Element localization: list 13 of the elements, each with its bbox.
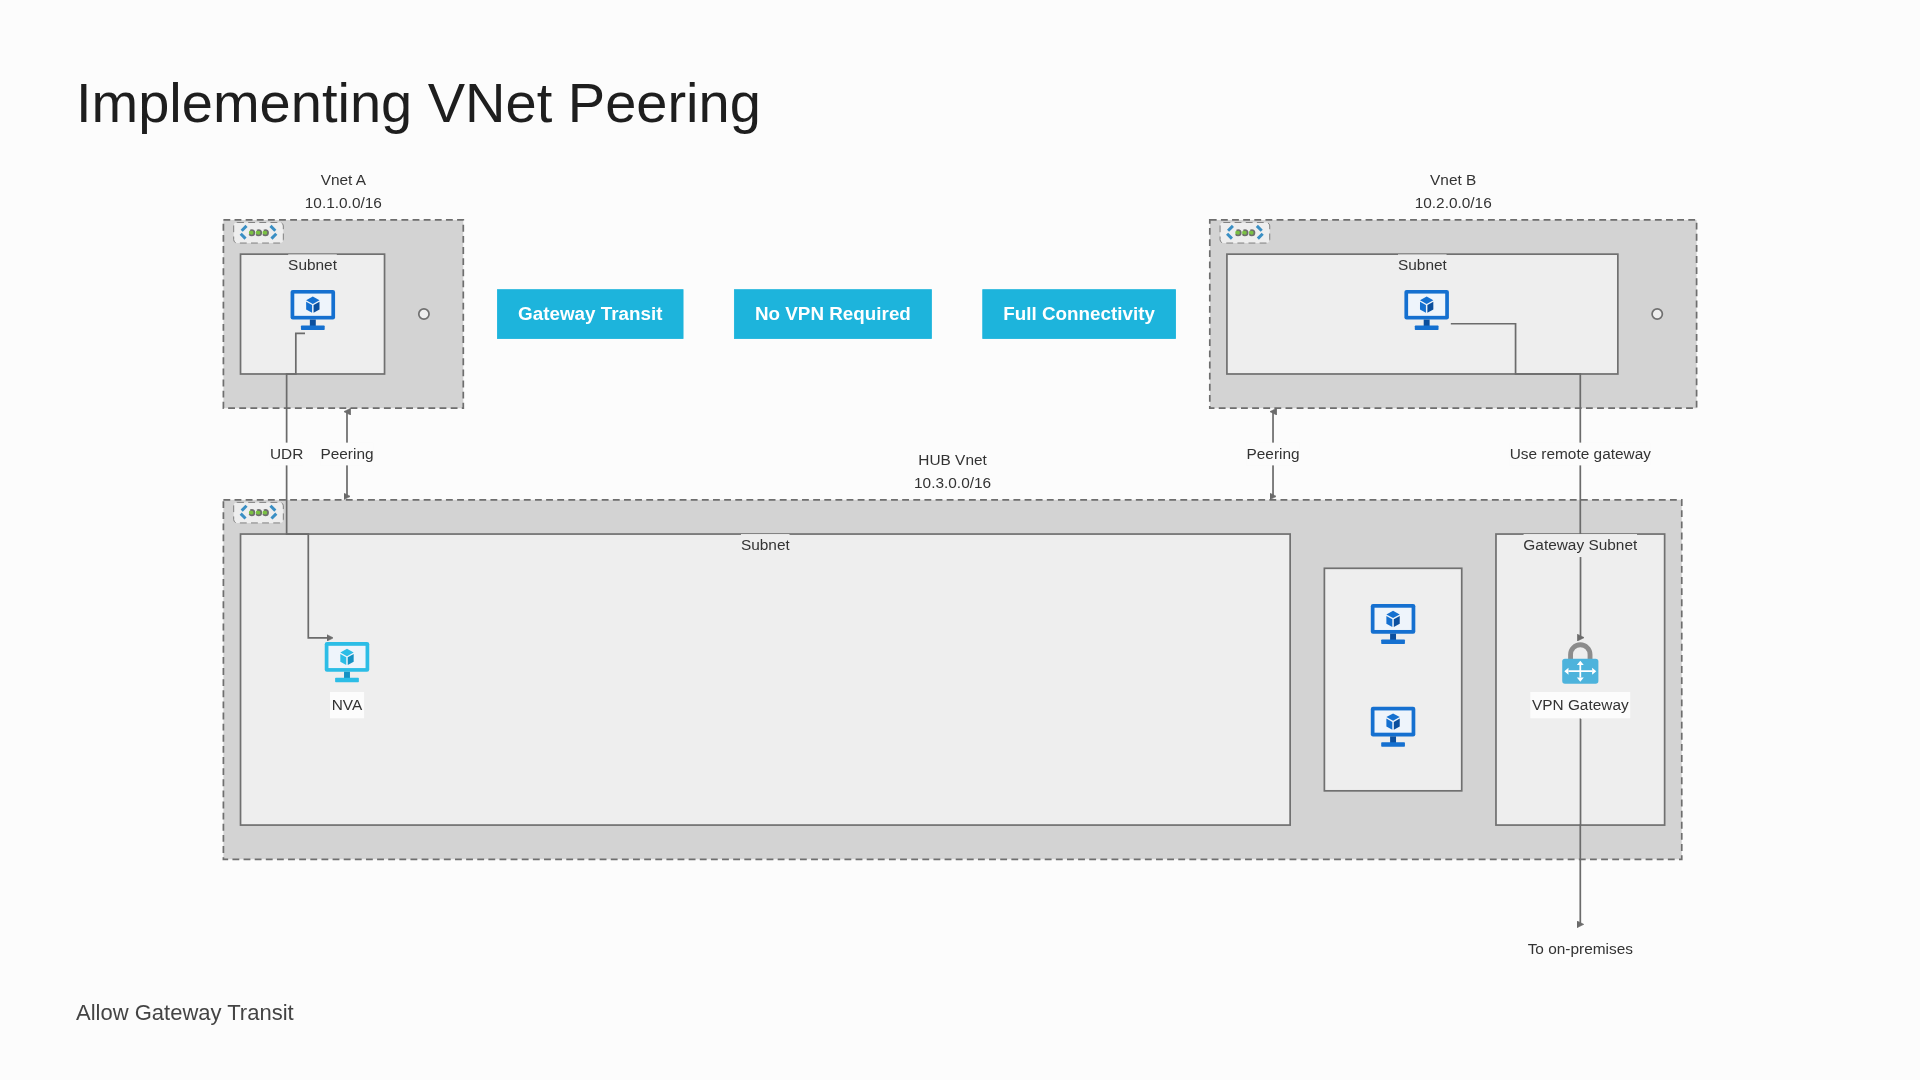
note-text: Allow Gateway Transit [76,1000,294,1026]
node-label: 10.3.0.0/16 [914,474,992,492]
node-label: Vnet B [1430,171,1477,189]
edge-label: Peering [320,445,374,463]
edge-label: Peering [1246,445,1300,463]
node-label: HUB Vnet [918,451,987,469]
node-label: 10.1.0.0/16 [304,194,382,212]
node-label: 10.2.0.0/16 [1414,194,1492,212]
title: Implementing VNet Peering [76,70,761,135]
edge-label: UDR [269,445,304,463]
node-text: To on-premises [1527,940,1633,958]
node-label: Vnet A [320,171,367,189]
edge-label: Use remote gateway [1509,445,1651,463]
